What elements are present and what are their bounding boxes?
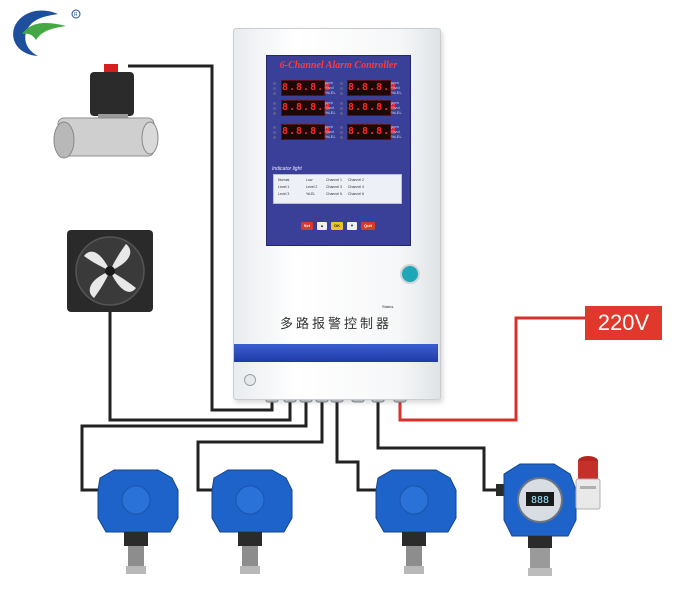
unit-label: %LEL (325, 134, 336, 139)
channel-led (273, 107, 276, 110)
unit-label: %LEL (325, 110, 336, 115)
channel-display: 8.8.8.8 (347, 124, 396, 140)
channel-display: 8.8.8.8 (281, 100, 330, 116)
channel-display: 8.8.8.8 (281, 124, 330, 140)
quit-button[interactable]: Quit (361, 222, 375, 230)
indicator-item: Level 1 (278, 185, 290, 189)
channel-led (273, 102, 276, 105)
channel-led (340, 102, 343, 105)
solenoid-valve-icon (53, 64, 159, 159)
controller-blue-stripe (234, 344, 438, 362)
channel-led (273, 87, 276, 90)
indicator-item: Level 2 (306, 185, 318, 189)
unit-label: %vol (391, 85, 400, 90)
unit-label: %LEL (325, 90, 336, 95)
channel-led (340, 131, 343, 134)
power-supply-label: 220V (585, 306, 662, 340)
channel-display: 8.8.8.8 (347, 100, 396, 116)
power-wire (398, 316, 585, 422)
screw-icon (244, 374, 256, 386)
channel-led (340, 92, 343, 95)
unit-label: ppm (325, 124, 333, 129)
unit-label: %LEL (391, 110, 402, 115)
down-arrow-icon[interactable]: ▼ (347, 222, 357, 230)
indicator-item: Channel 2 (348, 178, 364, 182)
controller-front-panel: 6-Channel Alarm Controller 8.8.8.8 ppm %… (266, 55, 411, 309)
gas-detector-icon (211, 469, 293, 574)
indicator-item: Normal (278, 178, 290, 182)
exhaust-fan-icon (67, 230, 153, 312)
unit-label: ppm (391, 100, 399, 105)
unit-label: %vol (391, 129, 400, 134)
indicator-item: Channel 6 (348, 192, 364, 196)
indicator-item: Low (306, 178, 313, 182)
indicator-item: Channel 5 (326, 192, 342, 196)
channel-led (340, 112, 343, 115)
channel-led (340, 87, 343, 90)
unit-label: ppm (325, 80, 333, 85)
channel-led (273, 136, 276, 139)
indicator-item: Channel 4 (348, 185, 364, 189)
gas-detector-display-icon: 888 (496, 463, 577, 576)
panel-title: 6-Channel Alarm Controller (279, 60, 398, 71)
channel-led (273, 92, 276, 95)
channel-led (340, 136, 343, 139)
channel-led (340, 126, 343, 129)
unit-label: %LEL (391, 134, 402, 139)
channel-display: 8.8.8.8 (281, 80, 330, 96)
indicator-item: Level 3 (278, 192, 290, 196)
key-lock-icon (400, 264, 420, 284)
indicator-legend: Normal Low Channel 1 Channel 2 Level 1 L… (273, 174, 402, 309)
svg-text:888: 888 (531, 495, 549, 506)
indicator-item: Channel 1 (326, 178, 342, 182)
unit-label: ppm (391, 124, 399, 129)
unit-label: %vol (325, 129, 334, 134)
channel-led (273, 126, 276, 129)
channel-led (273, 131, 276, 134)
company-logo-icon: R (13, 9, 81, 56)
gas-detector-icon (97, 469, 179, 574)
channel-led (340, 107, 343, 110)
ok-button[interactable]: OK (331, 222, 343, 230)
set-button[interactable]: Set (301, 222, 313, 230)
unit-label: ppm (391, 80, 399, 85)
unit-label: %vol (391, 105, 400, 110)
channel-led (273, 112, 276, 115)
sound-light-alarm-icon (575, 456, 601, 510)
channel-led (340, 82, 343, 85)
unit-label: %LEL (391, 90, 402, 95)
unit-label: ppm (325, 100, 333, 105)
controller-brand-label: 多路报警控制器 (279, 316, 392, 331)
svg-text:R: R (74, 12, 78, 18)
up-arrow-icon[interactable]: ▲ (317, 222, 327, 230)
unit-label: %vol (325, 105, 334, 110)
signal-wires (80, 64, 496, 492)
indicator-item: Channel 3 (326, 185, 342, 189)
indicator-title: Indicator light (272, 166, 302, 172)
channel-display: 8.8.8.8 (347, 80, 396, 96)
unit-label: %vol (325, 85, 334, 90)
gas-detector-icon (375, 469, 457, 574)
indicator-item: %LEL (306, 192, 316, 196)
channel-led (273, 82, 276, 85)
status-label: Status (382, 304, 394, 309)
